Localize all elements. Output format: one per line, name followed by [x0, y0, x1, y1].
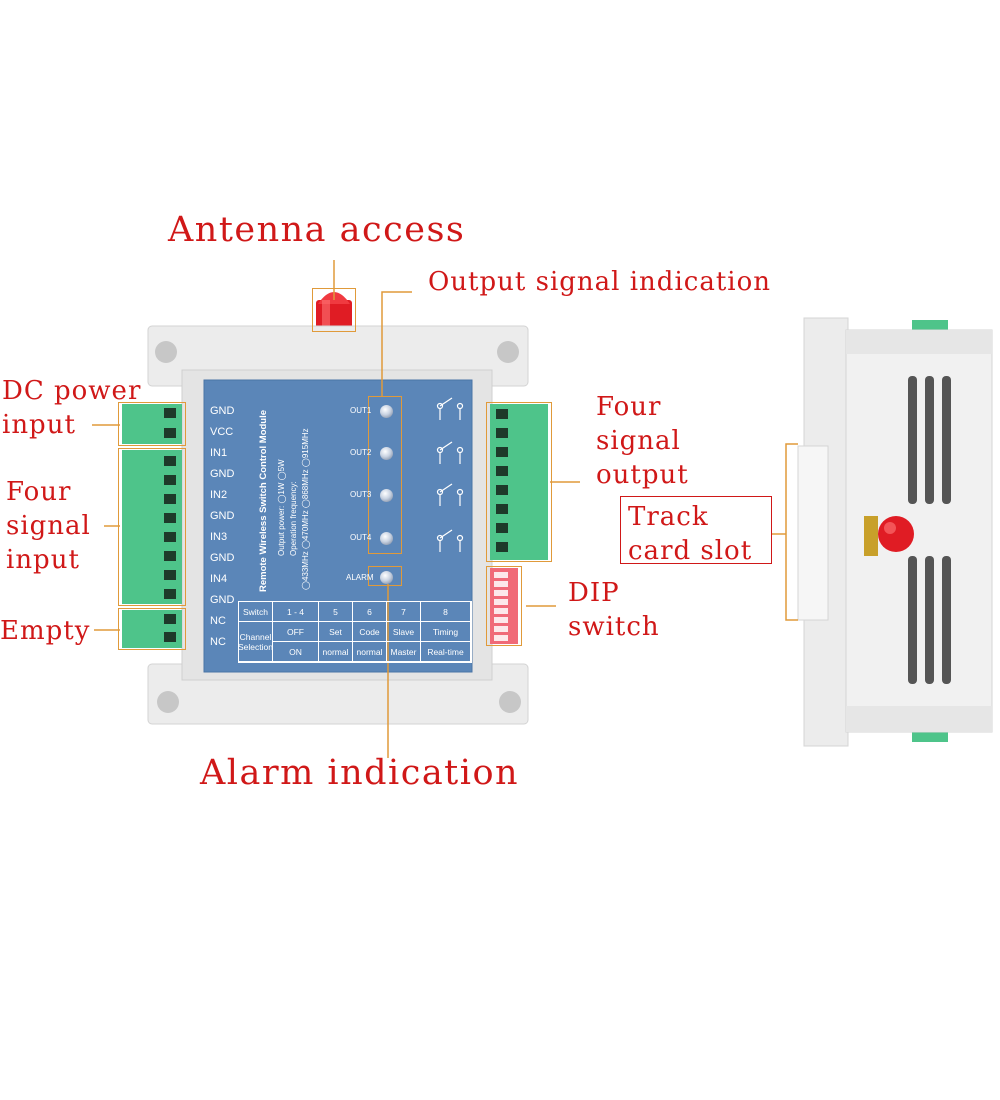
mount-hole-bottom-right — [499, 691, 521, 713]
alarm-led — [380, 571, 393, 584]
pin-label-11: NC — [210, 636, 226, 648]
out3-led — [380, 489, 393, 502]
pin-label-0: GND — [210, 405, 235, 417]
highlight-dip-switch — [486, 566, 522, 646]
out2-led — [380, 447, 393, 460]
device-side-view — [797, 317, 993, 747]
table-cell: normal — [353, 642, 387, 662]
pin-label-3: GND — [210, 468, 235, 480]
panel-spec-freq-values: ◯433MHz ◯470MHz ◯868MHz ◯915MHz — [301, 428, 310, 590]
dip-switch-table: Switch 1 - 4 5 6 7 8 OFF Channel Selecti… — [238, 601, 472, 663]
track-card-slot-box — [620, 496, 772, 564]
panel-title: Remote Wireless Switch Control Module — [258, 409, 269, 592]
out-label-2: OUT2 — [350, 448, 372, 457]
table-cell: Set — [319, 622, 353, 642]
table-cell-channel-selection: Channel Selection — [238, 622, 273, 662]
highlight-empty — [118, 608, 186, 650]
table-cell: 7 — [387, 602, 421, 622]
pin-label-7: GND — [210, 552, 235, 564]
callout-output-signal-indication: Output signal indication — [428, 267, 771, 297]
highlight-antenna — [312, 288, 356, 332]
pin-label-1: VCC — [210, 426, 234, 438]
pin-label-4: IN2 — [210, 489, 228, 501]
mount-hole-bottom-left — [157, 691, 179, 713]
table-cell: Slave — [387, 622, 421, 642]
table-cell: 6 — [353, 602, 387, 622]
right-terminal-blocks — [490, 404, 548, 560]
dip-switch-block — [490, 568, 518, 644]
table-cell: 1 - 4 — [273, 602, 319, 622]
panel-spec-freq-label: Operation frequency: — [289, 481, 298, 556]
table-cell: Code — [353, 622, 387, 642]
out4-led — [380, 532, 393, 545]
panel-spec-power: Output power: ◯1W ◯5W — [277, 459, 286, 556]
pin-label-8: IN4 — [210, 573, 228, 585]
table-cell: ON — [273, 642, 319, 662]
blue-label-panel — [204, 380, 472, 672]
relay-symbols — [436, 397, 464, 552]
callout-four-signal-output: Four signal output — [596, 392, 689, 490]
callout-four-signal-input: Four signal input — [6, 477, 91, 575]
table-cell: Master — [387, 642, 421, 662]
highlight-signal-output — [486, 402, 552, 562]
callout-alarm-indication: Alarm indication — [200, 753, 520, 793]
highlight-alarm-led — [368, 566, 402, 586]
table-cell: 8 — [421, 602, 471, 622]
table-cell: OFF — [273, 622, 319, 642]
highlight-dc-power — [118, 402, 186, 446]
alarm-label: ALARM — [346, 573, 374, 582]
leader-lines — [92, 260, 798, 758]
callout-antenna-access: Antenna access — [168, 210, 466, 250]
table-cell: normal — [319, 642, 353, 662]
table-cell: Timing — [421, 622, 471, 642]
mount-hole-top-left — [155, 341, 177, 363]
callout-empty: Empty — [0, 616, 91, 646]
pin-label-10: NC — [210, 615, 226, 627]
callout-track-card-slot: Track card slot — [628, 502, 753, 566]
callout-dip-switch: DIP switch — [568, 578, 660, 642]
table-cell: 5 — [319, 602, 353, 622]
out-label-1: OUT1 — [350, 406, 372, 415]
mount-hole-top-right — [497, 341, 519, 363]
out-label-4: OUT4 — [350, 533, 372, 542]
left-terminal-blocks — [122, 404, 182, 648]
callout-dc-power-input: DC power input — [2, 376, 142, 440]
pin-label-9: GND — [210, 594, 235, 606]
highlight-signal-input — [118, 448, 186, 606]
highlight-output-leds — [368, 396, 402, 554]
table-cell: Real-time — [421, 642, 471, 662]
pin-label-6: IN3 — [210, 531, 228, 543]
pin-label-5: GND — [210, 510, 235, 522]
out1-led — [380, 405, 393, 418]
out-label-3: OUT3 — [350, 490, 372, 499]
table-cell: Switch — [239, 602, 273, 622]
pin-label-2: IN1 — [210, 447, 228, 459]
